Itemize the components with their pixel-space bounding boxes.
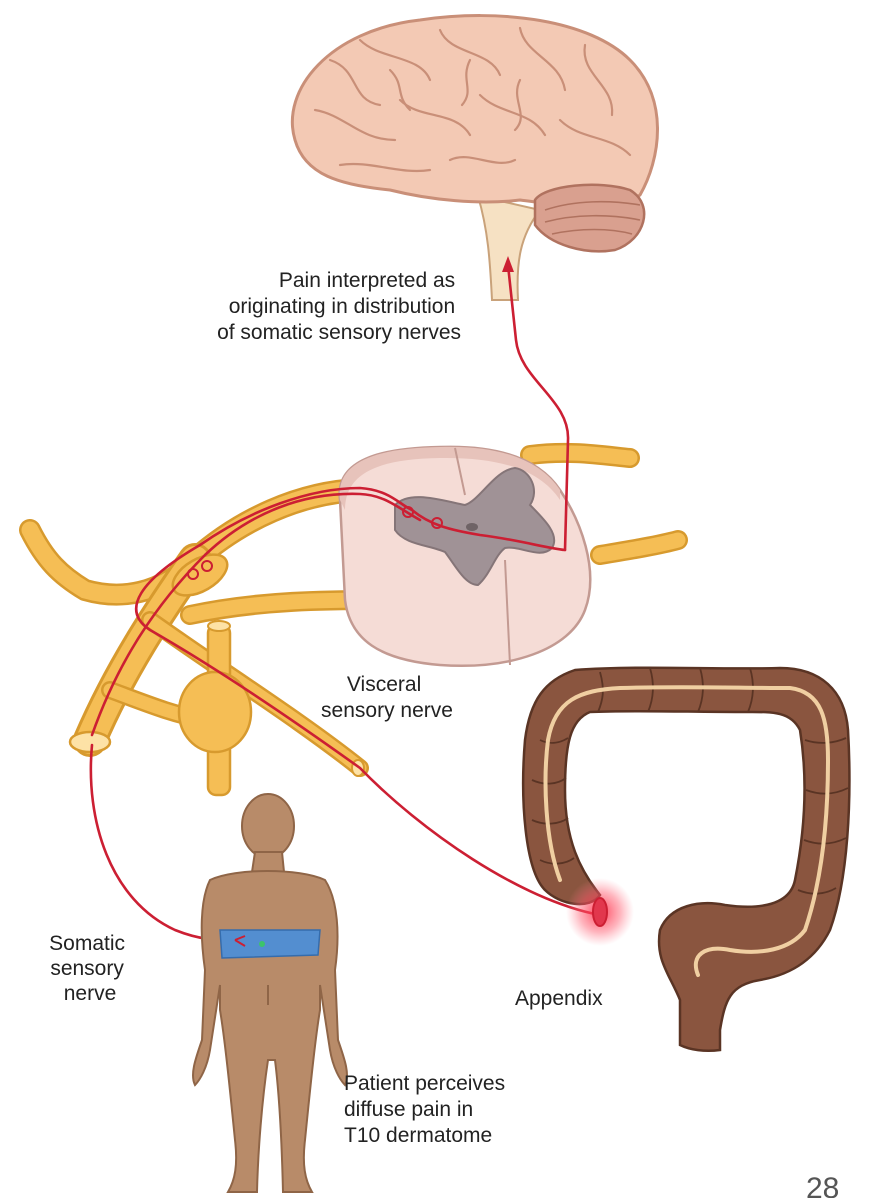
visceral-nerve-label: Visceral sensory nerve — [321, 673, 453, 722]
somatic-nerve-line-3: nerve — [64, 982, 117, 1005]
patient-caption-line-1: Patient perceives — [344, 1072, 505, 1095]
nerve-cut-end — [70, 732, 110, 752]
somatic-nerve-line-1: Somatic — [49, 932, 125, 955]
somatic-nerve-label: Somatic sensory nerve — [49, 932, 131, 1005]
somatic-nerve-line-2: sensory — [50, 957, 124, 980]
brain-illustration — [292, 16, 657, 300]
spinal-cord — [340, 447, 591, 666]
page-number: 28 — [806, 1172, 839, 1198]
patient-caption-line-2: diffuse pain in — [344, 1098, 473, 1121]
dermatome-receptor — [259, 941, 265, 947]
visceral-nerve-line-1: Visceral — [347, 673, 421, 696]
patient-caption-line-3: T10 dermatome — [344, 1124, 492, 1147]
brain-caption-line-1: Pain interpreted as — [279, 269, 455, 292]
patient-figure — [193, 794, 347, 1192]
appendix-label: Appendix — [515, 987, 603, 1010]
brain-caption: Pain interpreted as originating in distr… — [217, 269, 461, 344]
patient-caption: Patient perceives diffuse pain in T10 de… — [344, 1072, 511, 1147]
t10-dermatome — [220, 930, 320, 958]
cerebrum — [292, 16, 657, 207]
brain-caption-line-2: originating in distribution — [229, 295, 455, 318]
appendix — [593, 898, 607, 926]
visceral-nerve-line-2: sensory nerve — [321, 699, 453, 722]
brain-caption-line-3: of somatic sensory nerves — [217, 321, 461, 344]
central-canal — [466, 523, 478, 531]
